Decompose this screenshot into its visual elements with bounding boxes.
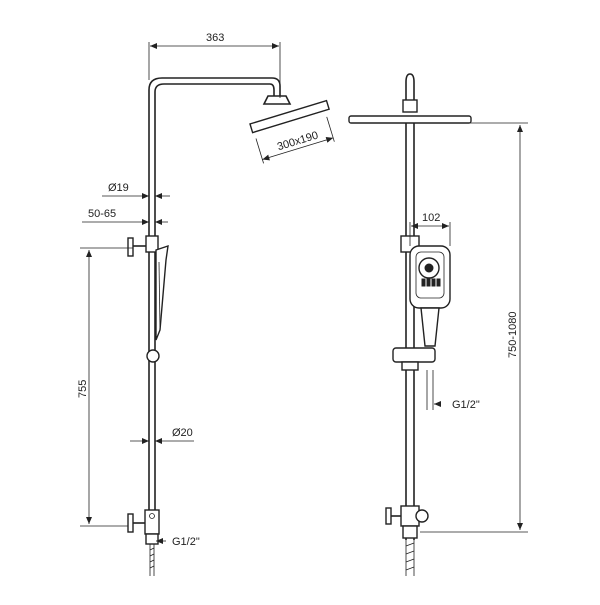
side-view: 300x190 363 Ø19 50-65 755 — [77, 32, 335, 576]
head-size-label: 300x190 — [276, 129, 320, 153]
diverter-front — [385, 505, 429, 576]
shower-head-front — [348, 115, 472, 124]
pipe-diameter-upper-label: Ø19 — [108, 182, 129, 194]
height-range-label: 750-1080 — [507, 312, 519, 359]
bracket-spacing-label: 755 — [77, 380, 89, 398]
wall-bracket-label: 50-65 — [88, 208, 116, 220]
hand-shower-side — [146, 244, 169, 363]
inlet-thread-right-label: G1/2" — [452, 399, 480, 411]
front-view: 102 G1/2" 750-1080 — [348, 73, 528, 576]
hand-shower-front — [409, 245, 451, 347]
overall-width-label: 363 — [206, 32, 224, 44]
handset-width-label: 102 — [422, 212, 440, 224]
inlet-thread-left-label: G1/2" — [172, 536, 200, 548]
hose-front — [426, 370, 434, 410]
shower-head-connector — [262, 95, 292, 105]
wall-bracket-top — [127, 235, 159, 257]
pipe-diameter-lower-label: Ø20 — [172, 427, 193, 439]
riser-pipe-left — [148, 77, 281, 540]
handset-holder-front — [392, 347, 436, 371]
shower-head-side — [249, 99, 331, 134]
wall-bracket-bottom — [127, 509, 160, 576]
head-connector-front — [402, 99, 418, 113]
